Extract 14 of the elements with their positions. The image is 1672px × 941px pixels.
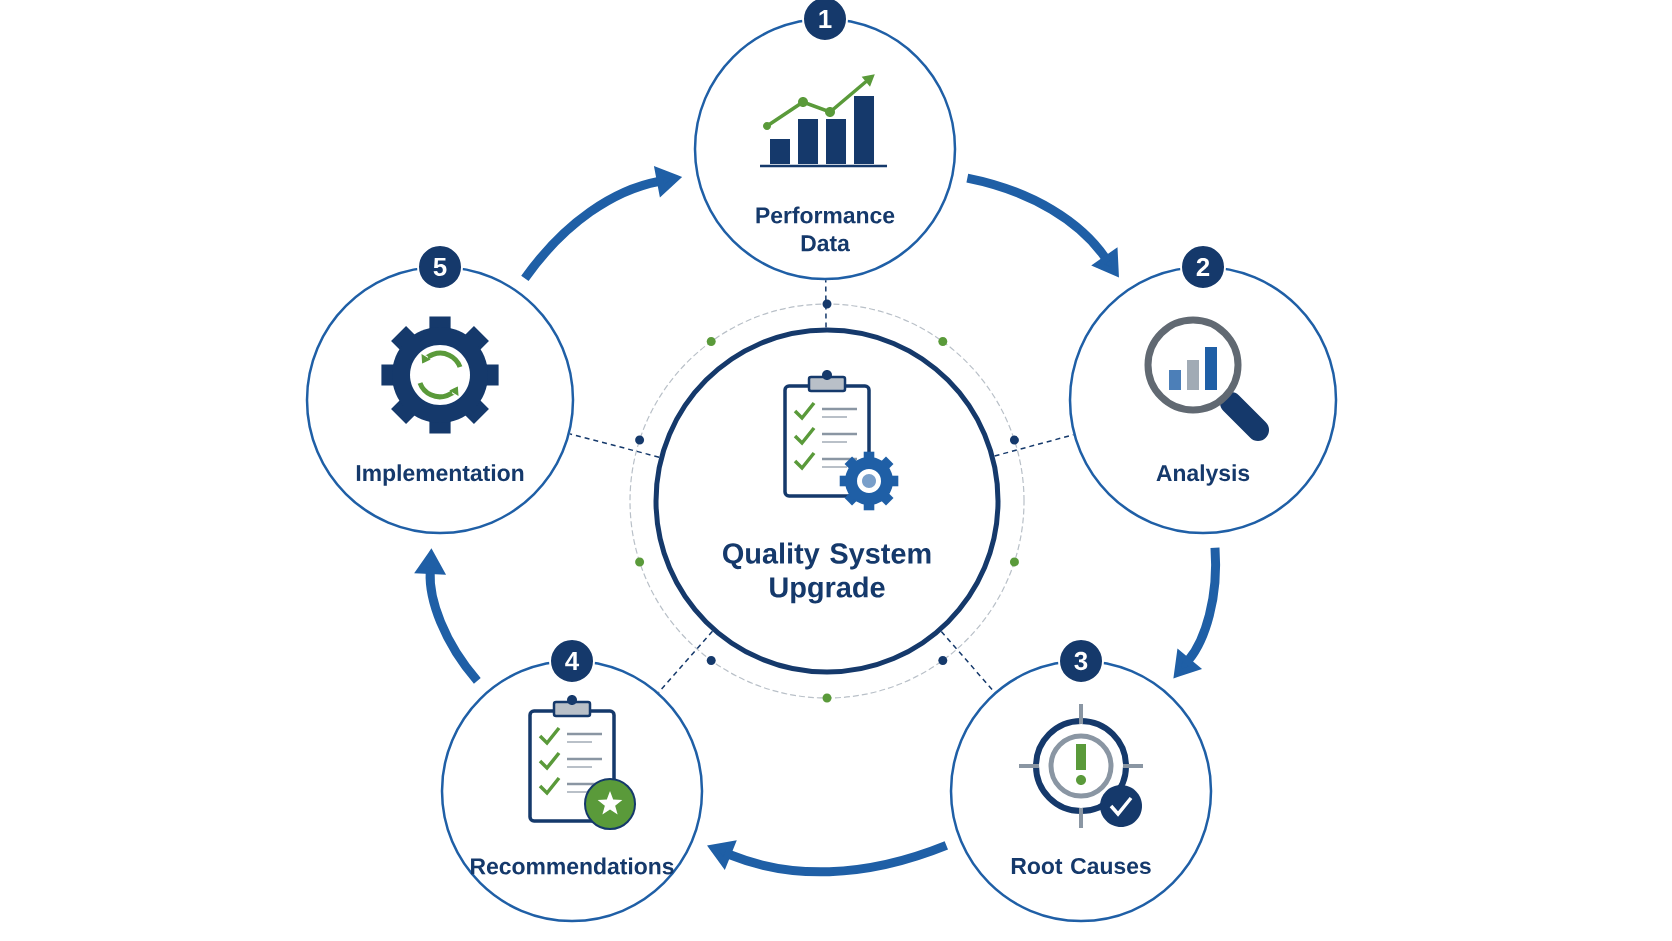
connector-line bbox=[825, 279, 827, 329]
step-label: Performance Data bbox=[756, 206, 895, 252]
number-badge: 3 bbox=[1058, 638, 1104, 684]
step-label: Root Causes bbox=[1011, 857, 1151, 875]
connector-line bbox=[993, 434, 1075, 457]
step-label: Implementation bbox=[356, 464, 524, 486]
hub-label: Quality System Upgrade bbox=[723, 542, 931, 604]
number-badge: 1 bbox=[802, 0, 848, 42]
step-label: Recommendations bbox=[471, 857, 674, 875]
number-badge: 4 bbox=[549, 638, 595, 684]
step-label: Analysis bbox=[1156, 464, 1250, 486]
number-badge: 5 bbox=[417, 244, 463, 290]
number-badge: 2 bbox=[1180, 244, 1226, 290]
connector-line bbox=[569, 433, 660, 458]
